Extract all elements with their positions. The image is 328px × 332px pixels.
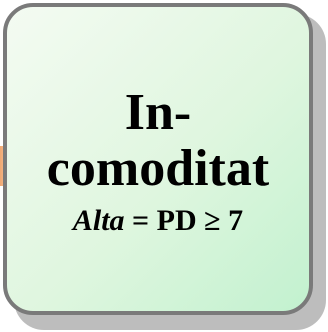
formula-term: Alta [72, 204, 125, 237]
threshold-formula: Alta = PD ≥ 7 [73, 203, 243, 239]
formula-expression: PD ≥ 7 [156, 204, 244, 237]
card-title-line1: In- [124, 84, 192, 141]
card-title-line2: comoditat [46, 140, 270, 197]
formula-equals: = [124, 204, 157, 237]
discomfort-card: In- comoditat Alta = PD ≥ 7 [3, 3, 313, 315]
